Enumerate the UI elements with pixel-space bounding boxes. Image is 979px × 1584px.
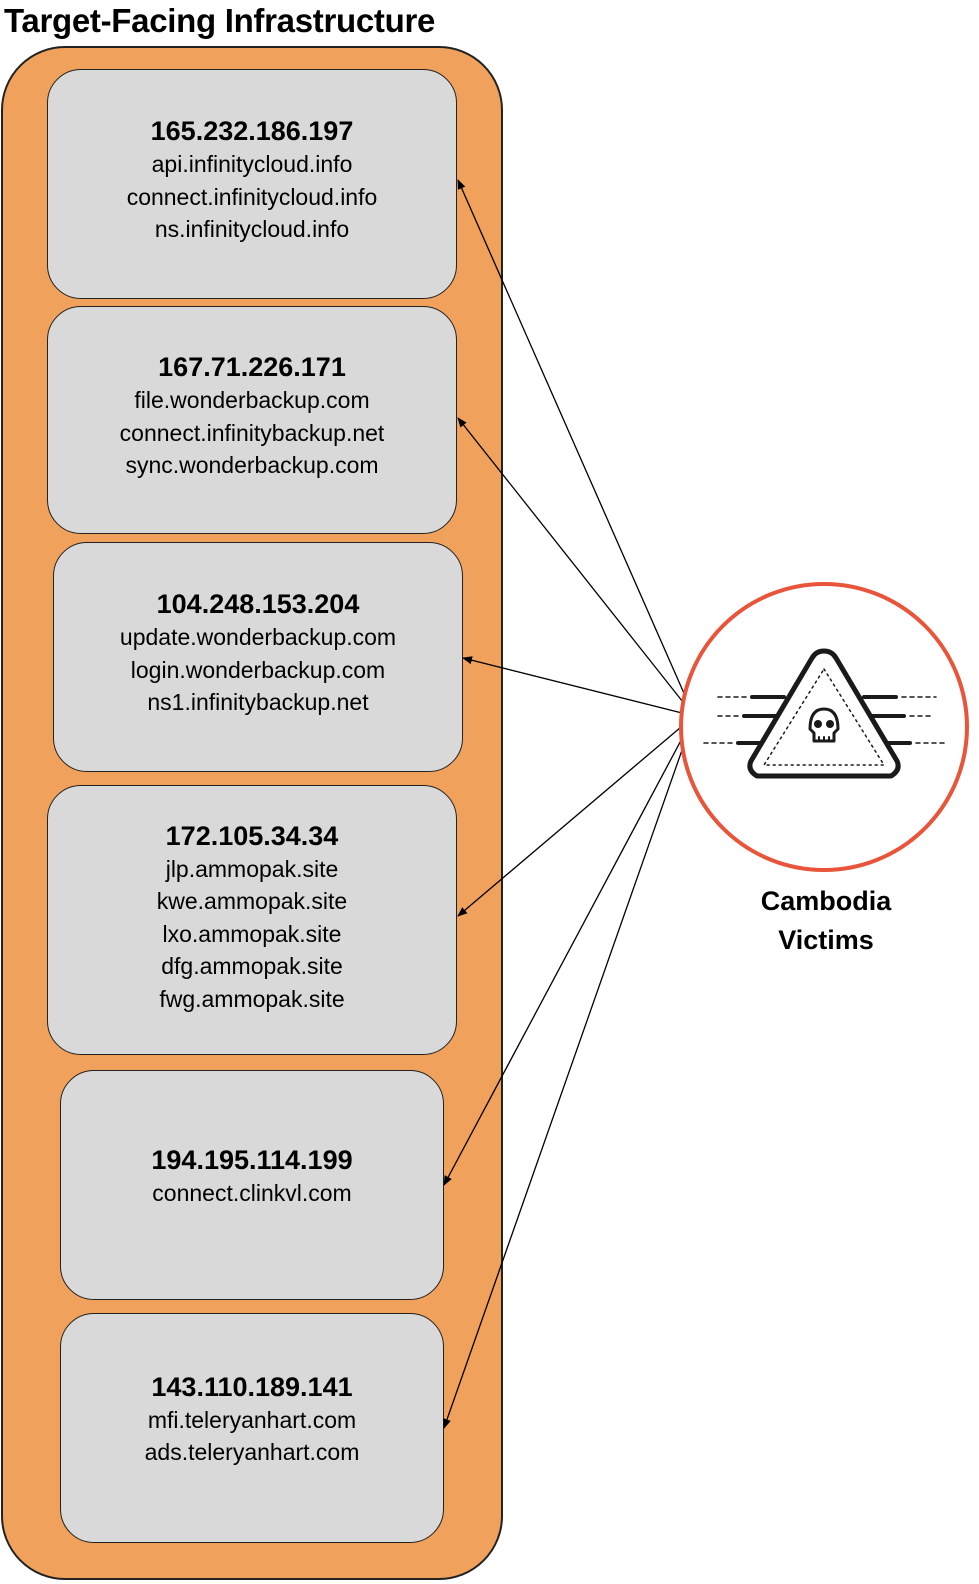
server-ip: 172.105.34.34 bbox=[165, 820, 339, 851]
server-domain: connect.clinkvl.com bbox=[152, 1179, 352, 1206]
server-domain: api.infinitycloud.info bbox=[151, 151, 353, 178]
server-domain: file.wonderbackup.com bbox=[134, 387, 370, 414]
server-node: 194.195.114.199 connect.clinkvl.com bbox=[60, 1070, 444, 1300]
server-ip: 165.232.186.197 bbox=[150, 116, 354, 147]
server-domain: sync.wonderbackup.com bbox=[125, 452, 379, 479]
server-domain: connect.infinitybackup.net bbox=[119, 419, 385, 446]
server-node: 172.105.34.34 jlp.ammopak.site kwe.ammop… bbox=[47, 785, 457, 1055]
server-node: 104.248.153.204 update.wonderbackup.com … bbox=[53, 542, 463, 772]
victim-label: Cambodia Victims bbox=[760, 886, 892, 955]
victim-node bbox=[679, 582, 969, 872]
server-domain: connect.infinitycloud.info bbox=[126, 183, 378, 210]
server-domain: jlp.ammopak.site bbox=[165, 855, 339, 882]
server-domain: dfg.ammopak.site bbox=[161, 953, 343, 980]
server-ip: 143.110.189.141 bbox=[151, 1371, 353, 1402]
server-domain: ns1.infinitybackup.net bbox=[147, 689, 369, 716]
server-ip: 167.71.226.171 bbox=[158, 352, 346, 383]
server-domain: fwg.ammopak.site bbox=[159, 985, 345, 1012]
server-node: 167.71.226.171 file.wonderbackup.com con… bbox=[47, 306, 457, 534]
server-domain: login.wonderbackup.com bbox=[130, 656, 386, 683]
server-domain: lxo.ammopak.site bbox=[162, 920, 342, 947]
server-ip: 104.248.153.204 bbox=[156, 589, 360, 620]
server-domain: kwe.ammopak.site bbox=[156, 888, 348, 915]
server-ip: 194.195.114.199 bbox=[151, 1144, 353, 1175]
skull-warning-icon bbox=[703, 648, 945, 779]
diagram-title: Target-Facing Infrastructure bbox=[4, 2, 436, 39]
server-node: 165.232.186.197 api.infinitycloud.info c… bbox=[47, 69, 457, 299]
server-domain: mfi.teleryanhart.com bbox=[147, 1406, 357, 1433]
server-domain: update.wonderbackup.com bbox=[119, 624, 397, 651]
server-domain: ns.infinitycloud.info bbox=[154, 216, 350, 243]
server-node: 143.110.189.141 mfi.teleryanhart.com ads… bbox=[60, 1313, 444, 1543]
server-domain: ads.teleryanhart.com bbox=[144, 1439, 360, 1465]
